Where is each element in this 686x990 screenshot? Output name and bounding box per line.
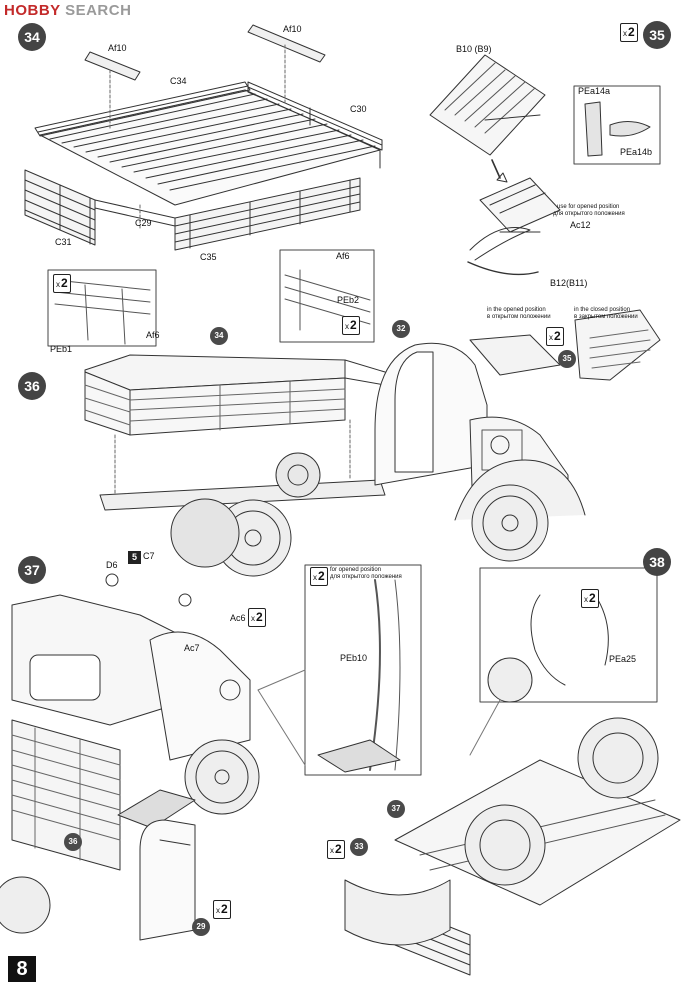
qty-n: 2 (221, 902, 228, 916)
label-peb2: PEb2 (337, 295, 360, 305)
label-c34: C34 (170, 76, 187, 86)
note-closed-pos-ru: в закрытом положении (574, 314, 638, 320)
quantity-x2-door: x2 (213, 900, 231, 919)
qty-x: x (313, 573, 317, 582)
qty-n: 2 (554, 329, 561, 343)
note-for-opened-en: for opened position (330, 567, 382, 573)
part-ref-35: 35 (558, 350, 576, 368)
label-af6-left: Af6 (146, 330, 160, 340)
label-c31: C31 (55, 237, 72, 247)
qty-x: x (345, 322, 349, 331)
part-ref-34: 34 (210, 327, 228, 345)
label-ac12: Ac12 (570, 220, 591, 230)
qty-n: 2 (589, 591, 596, 605)
step-number-37: 37 (18, 556, 46, 584)
note-opened-en: use for opened position (557, 204, 620, 210)
hobby-search-watermark: HOBBY SEARCH (4, 2, 131, 19)
quantity-x2-pea25: x2 (581, 589, 599, 608)
label-ac6: Ac6 (230, 613, 246, 623)
qty-n: 2 (318, 569, 325, 583)
label-c30: C30 (350, 104, 367, 114)
label-c35: C35 (200, 252, 217, 262)
note-closed-pos-en: in the closed position (574, 307, 631, 313)
step-badge-5: 5 (128, 551, 141, 564)
quantity-x2-opened: x2 (310, 567, 328, 586)
label-ac7: Ac7 (184, 643, 200, 653)
step34-cargo-bed-exploded (24, 24, 383, 251)
label-d6: D6 (106, 560, 118, 570)
qty-n: 2 (256, 610, 263, 624)
label-pea14b: PEa14b (620, 147, 653, 157)
step-number-36: 36 (18, 372, 46, 400)
part-ref-33: 33 (350, 838, 368, 856)
quantity-x2-peb1: x2 (53, 274, 71, 293)
label-af10-right: Af10 (283, 24, 302, 34)
qty-x: x (623, 29, 627, 38)
qty-x: x (216, 906, 220, 915)
step35-flap-exploded (429, 54, 661, 276)
step37-cab-detail (0, 564, 422, 941)
step38-chassis-underside (344, 567, 681, 976)
watermark-brand: HOBBY (4, 2, 61, 19)
note-opened-pos-en: in the opened position (487, 307, 546, 313)
qty-x: x (330, 846, 334, 855)
page-number: 8 (8, 956, 36, 982)
qty-n: 2 (350, 318, 357, 332)
note-opened-ru: для открытого положения (553, 211, 625, 217)
part-ref-37: 37 (387, 800, 405, 818)
label-peb1: PEb1 (50, 344, 73, 354)
qty-x: x (56, 280, 60, 289)
label-c29: C29 (135, 218, 152, 228)
label-pea25: PEa25 (609, 654, 637, 664)
quantity-x2-peb2: x2 (342, 316, 360, 335)
note-for-opened-ru: для открытого положения (330, 574, 402, 580)
label-pea14a: PEa14a (578, 86, 611, 96)
label-c7: C7 (143, 551, 155, 561)
step-number-38: 38 (643, 548, 671, 576)
note-opened-pos-ru: в открытом положении (487, 314, 551, 320)
part-ref-36: 36 (64, 833, 82, 851)
label-af10-left: Af10 (108, 43, 127, 53)
quantity-x2-step35: x2 (620, 23, 638, 42)
quantity-x2-ac6: x2 (248, 608, 266, 627)
label-b10: B10 (B9) (456, 44, 492, 54)
label-af6-right: Af6 (336, 251, 350, 261)
qty-x: x (251, 614, 255, 623)
label-peb10: PEb10 (340, 653, 368, 663)
quantity-x2-flap: x2 (546, 327, 564, 346)
step36-truck-side (47, 249, 661, 577)
qty-n: 2 (61, 276, 68, 290)
qty-n: 2 (335, 842, 342, 856)
watermark-search: SEARCH (65, 2, 132, 19)
qty-x: x (584, 595, 588, 604)
label-b12: B12(B11) (550, 278, 588, 288)
quantity-x2-mudguard: x2 (327, 840, 345, 859)
part-ref-32: 32 (392, 320, 410, 338)
step-number-34: 34 (18, 23, 46, 51)
part-ref-29: 29 (192, 918, 210, 936)
qty-n: 2 (628, 25, 635, 39)
step-number-35: 35 (643, 21, 671, 49)
qty-x: x (549, 333, 553, 342)
